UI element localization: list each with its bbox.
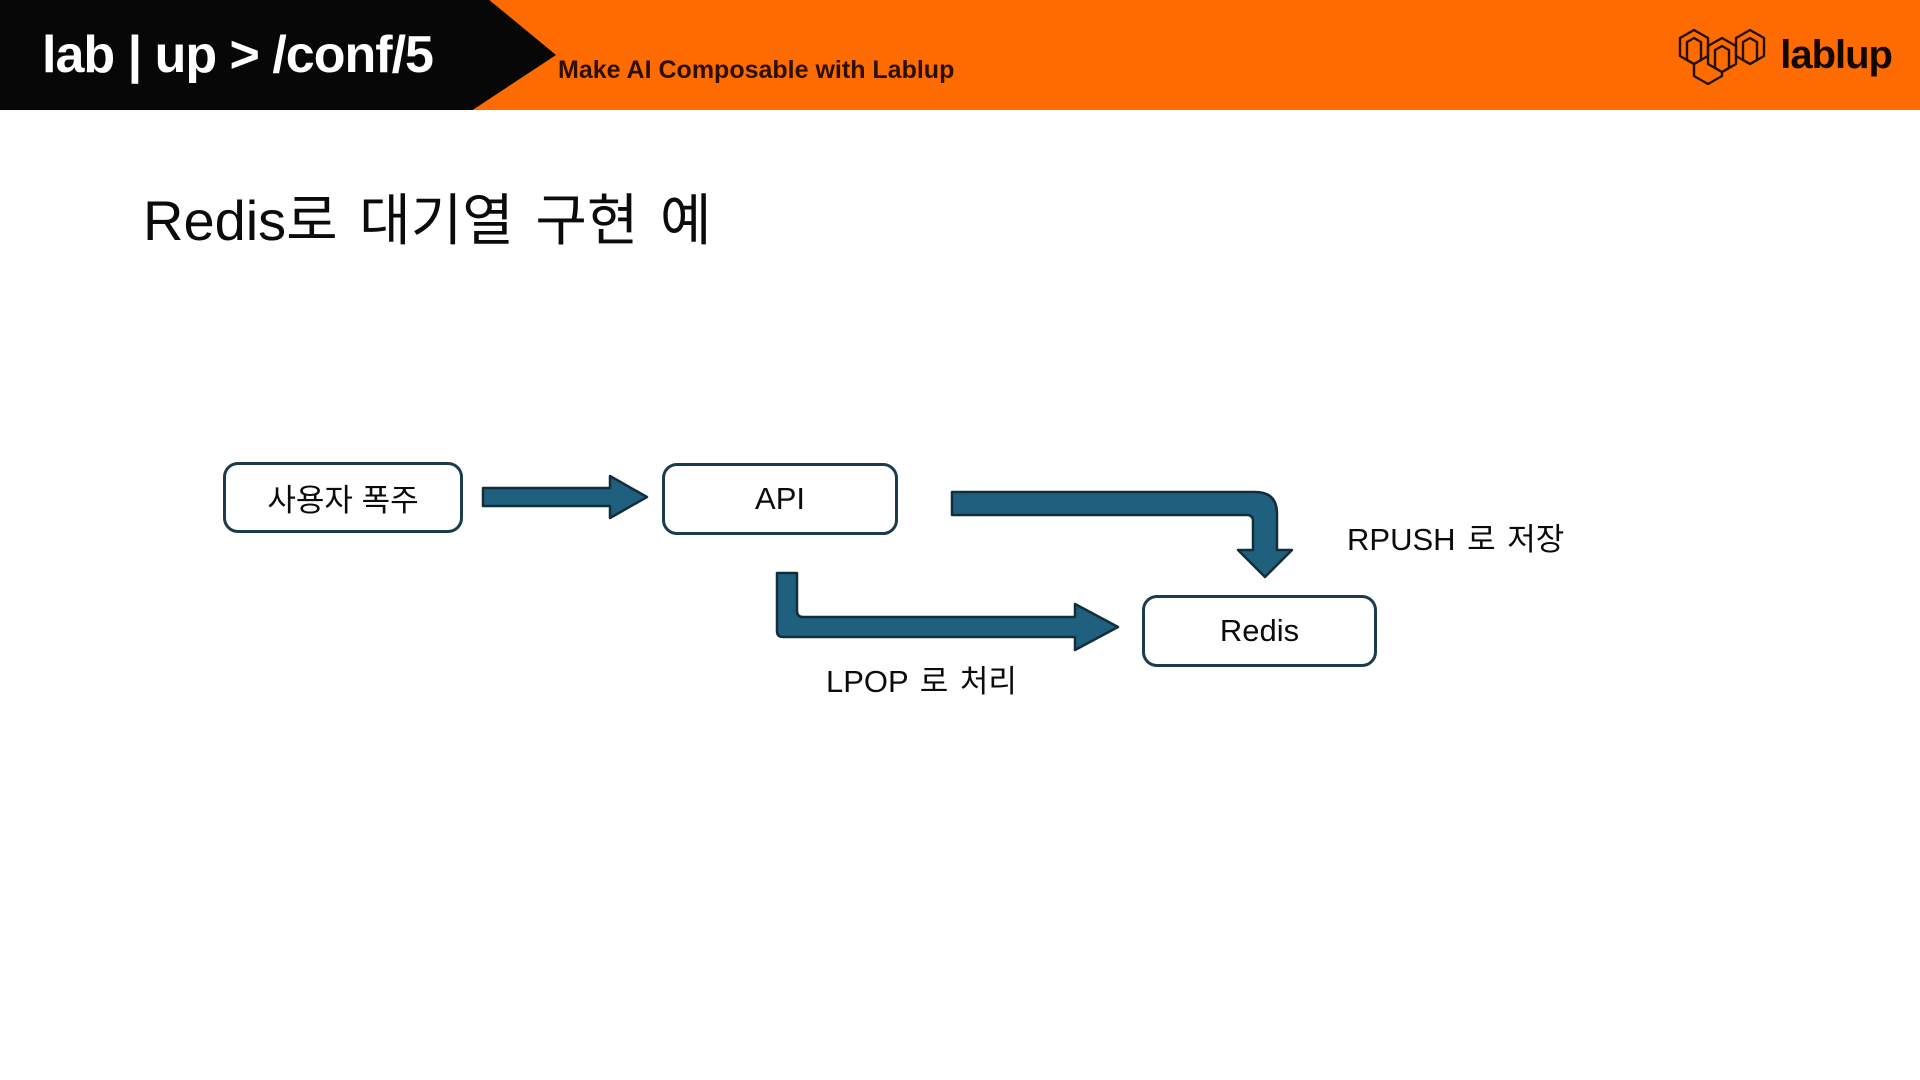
node-user-surge: 사용자 폭주: [223, 462, 463, 533]
page-title: Redis로 대기열 구현 예: [143, 188, 712, 252]
lablup-logo-icon: [1679, 28, 1766, 86]
conf-logo-text: lab | up > /conf/5: [42, 26, 434, 84]
node-redis: Redis: [1142, 595, 1377, 667]
edge-label-rpush: RPUSH 로 저장: [1347, 522, 1565, 557]
node-api: API: [662, 463, 898, 535]
arrow-api-to-redis-rpush: [950, 490, 1294, 579]
lablup-brand-name: lablup: [1780, 32, 1893, 77]
conference-tagline: Make AI Composable with Lablup: [558, 56, 955, 84]
node-redis-label: Redis: [1219, 613, 1300, 648]
edge-label-lpop: LPOP 로 처리: [826, 664, 1017, 699]
node-api-label: API: [755, 481, 805, 516]
header-bar: lab | up > /conf/5 Make AI Composable wi…: [0, 0, 1920, 110]
lablup-brand: lablup: [1678, 0, 1893, 110]
arrow-api-to-redis-lpop: [775, 571, 1120, 652]
arrow-users-to-api: [481, 474, 649, 520]
conf-logo-banner: lab | up > /conf/5: [0, 0, 556, 110]
node-user-surge-label: 사용자 폭주: [267, 483, 419, 518]
